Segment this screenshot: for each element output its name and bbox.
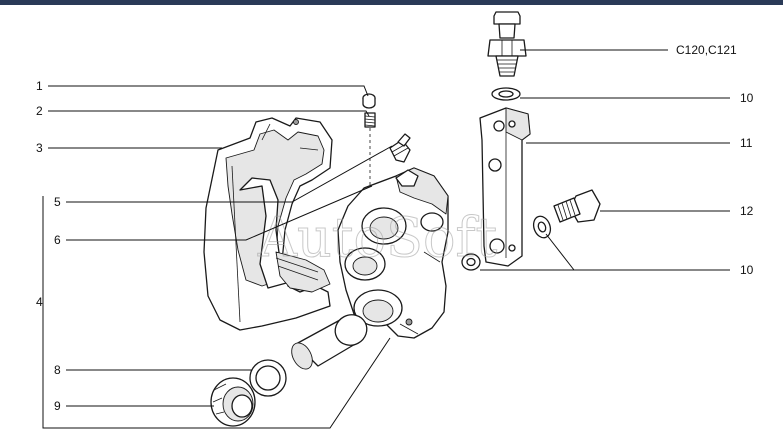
part-dust-boot bbox=[210, 377, 256, 427]
part-caliper-housing bbox=[337, 167, 449, 339]
part-washer-top bbox=[491, 87, 521, 101]
part-washer-middle bbox=[532, 215, 552, 239]
callout-8: 8 bbox=[54, 363, 61, 377]
callout-9: 9 bbox=[54, 399, 61, 413]
callout-10-bottom: 10 bbox=[740, 263, 754, 277]
callout-1: 1 bbox=[36, 79, 43, 93]
part-bolt bbox=[553, 189, 601, 223]
leader-lines bbox=[42, 49, 730, 429]
part-banjo-block bbox=[479, 107, 531, 267]
part-hose-fitting bbox=[487, 11, 527, 77]
callout-11: 11 bbox=[740, 136, 753, 150]
callout-12: 12 bbox=[740, 204, 754, 218]
callout-10-top: 10 bbox=[740, 91, 754, 105]
part-bleed-screw bbox=[364, 112, 376, 186]
callout-6: 6 bbox=[54, 233, 61, 247]
part-fitting bbox=[389, 133, 411, 163]
callout-3: 3 bbox=[36, 141, 43, 155]
part-seal-ring bbox=[249, 359, 287, 397]
callout-labels: 1 2 3 4 5 6 8 9 10 11 12 10 C120,C121 bbox=[36, 43, 754, 413]
part-washer-low bbox=[461, 253, 481, 271]
callout-2: 2 bbox=[36, 104, 43, 118]
watermark-text: AutoSoft bbox=[257, 206, 497, 269]
part-piston bbox=[291, 314, 368, 370]
top-bar bbox=[0, 0, 783, 5]
part-bracket bbox=[203, 117, 333, 331]
part-bleed-cap bbox=[362, 93, 376, 109]
callout-4: 4 bbox=[36, 295, 43, 309]
callout-c120-c121: C120,C121 bbox=[676, 43, 737, 57]
callout-5: 5 bbox=[54, 195, 61, 209]
